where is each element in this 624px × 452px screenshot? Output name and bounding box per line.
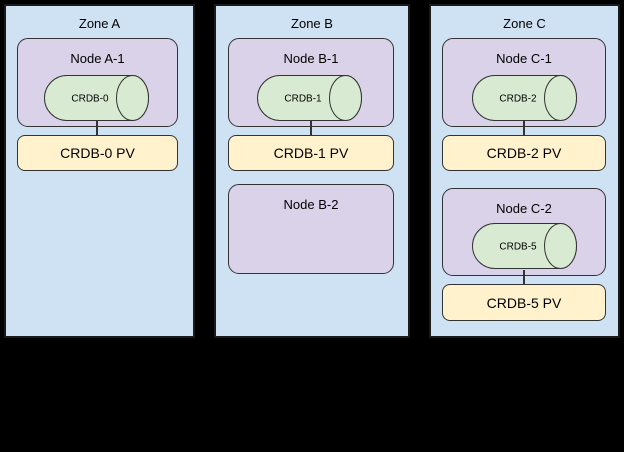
zone-a: Zone A Node A-1 CRDB-0 CRDB-0 PV	[4, 4, 195, 338]
crdb-0-label: CRDB-0	[71, 94, 109, 105]
node-a-1: Node A-1 CRDB-0	[17, 38, 178, 127]
crdb-1-label: CRDB-1	[284, 94, 322, 105]
crdb-2-label: CRDB-2	[499, 94, 537, 105]
node-b-1: Node B-1 CRDB-1	[228, 38, 394, 127]
connector-line	[310, 121, 312, 135]
pv-crdb-2: CRDB-2 PV	[442, 135, 606, 171]
zone-b-title: Zone B	[291, 16, 333, 31]
pv-crdb-1: CRDB-1 PV	[228, 135, 394, 171]
node-c-2: Node C-2 CRDB-5	[442, 188, 606, 276]
node-c-2-label: Node C-2	[496, 201, 552, 216]
node-a-1-label: Node A-1	[70, 51, 125, 66]
zone-a-title: Zone A	[78, 16, 121, 31]
pv-crdb-0: CRDB-0 PV	[17, 135, 178, 171]
crdb-5-cylinder-icon: CRDB-5	[472, 223, 577, 269]
crdb-5-label: CRDB-5	[499, 242, 537, 253]
pv-crdb-5-label: CRDB-5 PV	[486, 294, 562, 311]
pv-crdb-1-label: CRDB-1 PV	[273, 145, 349, 161]
connector-line	[523, 121, 525, 135]
node-b-1-label: Node B-1	[283, 51, 339, 66]
node-b-2-label: Node B-2	[283, 197, 339, 212]
node-c-1: Node C-1 CRDB-2	[442, 38, 606, 127]
pv-crdb-2-label: CRDB-2 PV	[486, 145, 562, 161]
connector-line	[96, 121, 98, 135]
crdb-0-cylinder-icon: CRDB-0	[44, 75, 149, 121]
zone-c-title: Zone C	[503, 16, 546, 31]
pv-crdb-0-label: CRDB-0 PV	[60, 145, 135, 161]
connector-line	[523, 270, 525, 284]
crdb-2-cylinder-icon: CRDB-2	[472, 75, 577, 121]
zone-b: Zone B Node B-1 CRDB-1 CRDB-1 PV Node B-…	[214, 4, 410, 338]
pv-crdb-5: CRDB-5 PV	[442, 284, 606, 321]
node-c-1-label: Node C-1	[496, 51, 552, 66]
node-b-2: Node B-2	[228, 184, 394, 274]
zone-c: Zone C Node C-1 CRDB-2 CRDB-2 PV Node C-…	[429, 4, 620, 338]
crdb-1-cylinder-icon: CRDB-1	[257, 75, 362, 121]
